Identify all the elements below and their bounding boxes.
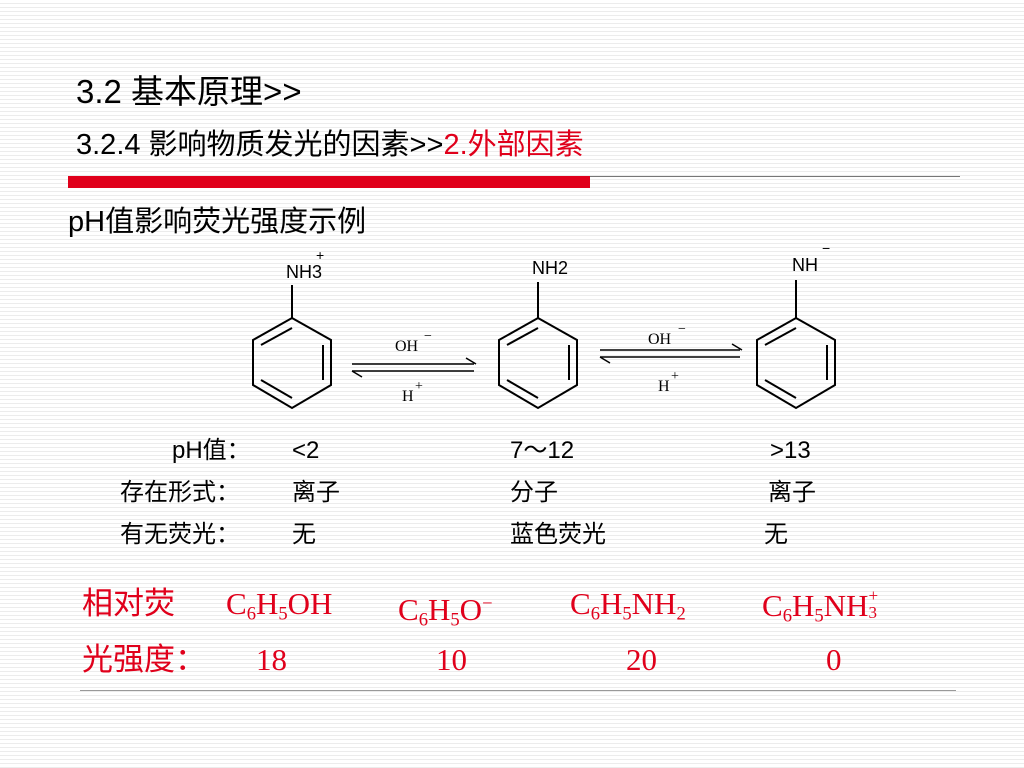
anilide-structure <box>756 280 836 410</box>
anilinium-structure <box>252 285 332 410</box>
table-row-fluorescence: 有无荧光： 无 蓝色荧光 无 <box>0 520 1024 550</box>
intensity-aniline: 20 <box>626 642 657 677</box>
arrow2-hydroxide: OH <box>648 331 672 348</box>
intensity-formula-row: 相对荧 C6H5OH C6H5O− C6H5NH2 C6H5NH+3 <box>0 585 1024 631</box>
row-label-fluorescence: 有无荧光： <box>120 521 240 548</box>
row-label-ph: pH值： <box>172 437 251 464</box>
equilibrium-arrow-1 <box>351 357 477 378</box>
title-accent-bar <box>68 176 590 188</box>
anilinium-label: NH3 <box>286 262 322 282</box>
cell-fluor-base: 无 <box>764 521 788 548</box>
ph-equilibrium-scheme: NH3 + OH − H + NH2 OH − H + NH − <box>252 240 836 410</box>
row-label-form: 存在形式： <box>120 479 240 506</box>
anilinium-charge: + <box>316 247 324 263</box>
arrow1-proton-charge: + <box>415 379 423 394</box>
formula-aniline: C6H5NH2 <box>570 586 686 625</box>
cell-ph-acid: <2 <box>292 437 320 464</box>
intensity-label-line1: 相对荧 <box>82 586 175 621</box>
arrow1-hydroxide-charge: − <box>424 329 432 344</box>
intensity-value-row: 光强度： 18 10 20 0 <box>0 641 1024 681</box>
formula-phenolate: C6H5O− <box>398 592 493 631</box>
arrow1-hydroxide: OH <box>395 338 419 355</box>
cell-fluor-neutral: 蓝色荧光 <box>510 521 606 548</box>
cell-ph-neutral: 7～12 <box>510 437 575 464</box>
cell-form-acid: 离子 <box>292 479 340 506</box>
table-row-ph: pH值： <2 7～12 >13 <box>0 436 1024 466</box>
arrow2-proton: H <box>658 378 670 395</box>
equilibrium-arrow-2 <box>599 343 743 364</box>
aniline-structure <box>498 282 578 410</box>
cell-form-base: 离子 <box>768 479 816 506</box>
aniline-label: NH2 <box>532 258 568 278</box>
intensity-phenol: 18 <box>256 642 287 677</box>
example-heading: pH值影响荧光强度示例 <box>68 206 367 238</box>
cell-ph-base: >13 <box>770 437 811 464</box>
bottom-divider <box>80 690 956 691</box>
subsection-title-prefix: 3.2.4 影响物质发光的因素>> <box>76 129 444 161</box>
section-title: 3.2 基本原理>> <box>76 73 302 110</box>
formula-phenol: C6H5OH <box>226 586 333 625</box>
arrow1-proton: H <box>402 388 414 405</box>
table-row-form: 存在形式： 离子 分子 离子 <box>0 478 1024 508</box>
intensity-label-line2: 光强度： <box>82 642 206 677</box>
anilide-label: NH <box>792 255 818 275</box>
arrow2-proton-charge: + <box>671 369 679 384</box>
anilide-charge: − <box>822 240 830 256</box>
intensity-anilinium: 0 <box>826 642 842 677</box>
title-divider <box>590 176 960 177</box>
formula-anilinium: C6H5NH+3 <box>762 586 879 627</box>
intensity-phenolate: 10 <box>436 642 467 677</box>
cell-fluor-acid: 无 <box>292 521 316 548</box>
subsection-title: 3.2.4 影响物质发光的因素>>2.外部因素 <box>76 127 584 163</box>
cell-form-neutral: 分子 <box>510 479 558 506</box>
subsection-title-highlight: 2.外部因素 <box>443 129 584 161</box>
arrow2-hydroxide-charge: − <box>678 322 686 337</box>
